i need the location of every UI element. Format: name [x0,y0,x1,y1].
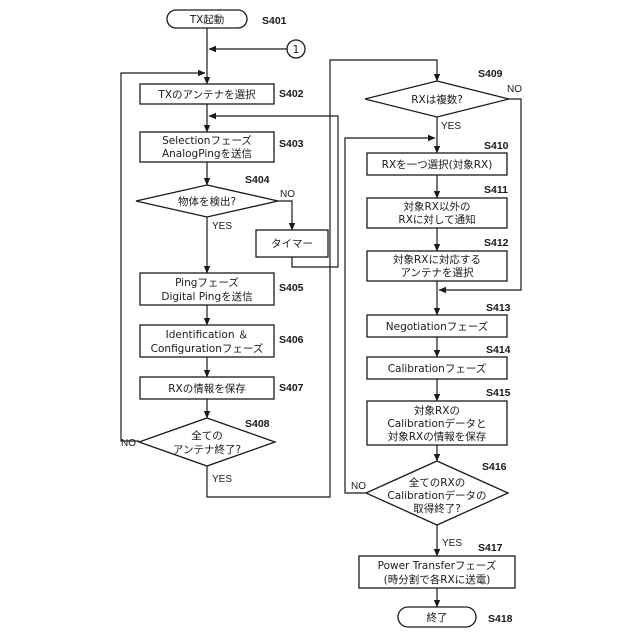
step-text-line1: 対象RX以外の [404,200,471,213]
step-s406: Identification ＆ Configurationフェーズ S406 [140,325,304,357]
connector-text: 1 [293,44,300,56]
step-text-line2: Calibrationデータと [387,417,486,430]
step-label: S418 [488,613,513,625]
step-text: タイマー [271,238,313,250]
step-label: S406 [279,334,304,346]
step-s404: 物体を検出? S404 NO YES [136,174,295,232]
step-text-line2: (時分割で各RXに送電) [384,573,491,586]
step-label: S417 [478,542,503,554]
yes-label: YES [212,474,232,485]
step-text-line2: Calibrationデータの [387,489,486,502]
step-s413: Negotiationフェーズ S413 [367,302,511,337]
step-text-line3: 対象RXの情報を保存 [388,430,487,443]
step-label: S402 [279,88,304,100]
no-label: NO [280,189,295,200]
step-s414: Calibrationフェーズ S414 [367,344,511,379]
step-text-line1: 対象RXの [414,404,460,417]
step-text: 物体を検出? [178,195,236,208]
step-text: RXの情報を保存 [168,382,246,395]
step-label: S404 [245,174,270,186]
step-text-line2: RXに対して通知 [398,213,475,226]
step-s402: TXのアンテナを選択 S402 [140,84,304,104]
step-text-line1: 全ての [191,429,223,442]
step-text-line1: Power Transferフェーズ [378,559,497,572]
step-s410: RXを一つ選択(対象RX) S410 [367,140,509,175]
step-text: TX起動 [189,13,225,26]
step-text-line2: Configurationフェーズ [151,342,264,355]
step-text-line1: Identification ＆ [166,329,249,341]
step-text-line2: AnalogPingを送信 [162,147,252,160]
step-s412: 対象RXに対応する アンテナを選択 S412 [367,237,509,281]
step-text-line1: 全てのRXの [409,476,466,489]
step-text: Calibrationフェーズ [388,362,487,375]
step-label: S413 [486,302,511,314]
step-s403: Selectionフェーズ AnalogPingを送信 S403 [140,132,304,162]
no-label: NO [351,481,366,492]
step-s405: Pingフェーズ Digital Pingを送信 S405 [140,273,304,305]
no-label: NO [507,84,522,95]
step-s415: 対象RXの Calibrationデータと 対象RXの情報を保存 S415 [367,387,511,445]
step-label: S416 [482,461,507,473]
step-label: S414 [486,344,511,356]
no-label: NO [121,438,136,449]
step-text-line2: アンテナ終了? [173,443,241,456]
step-s418: 終了 S418 [398,607,513,627]
step-label: S403 [279,138,304,150]
step-text-line1: 対象RXに対応する [393,253,481,266]
step-label: S407 [279,382,304,394]
step-label: S410 [484,140,509,152]
step-label: S411 [484,184,508,196]
connector-1: 1 [287,40,305,58]
step-label: S405 [279,282,304,294]
step-text-line1: Pingフェーズ [175,276,239,289]
step-label: S408 [245,418,270,430]
step-text-line2: アンテナを選択 [400,266,474,279]
step-s407: RXの情報を保存 S407 [140,377,304,399]
step-text: Negotiationフェーズ [386,320,488,333]
step-s401: TX起動 S401 [167,10,287,28]
yes-label: YES [442,538,462,549]
step-text-line2: Digital Pingを送信 [161,290,252,303]
step-text: TXのアンテナを選択 [157,88,256,101]
step-s408: 全ての アンテナ終了? S408 NO YES [121,418,275,485]
edge-s404-no [278,201,292,230]
step-timer: タイマー [256,230,328,257]
step-text-line1: Selectionフェーズ [162,134,252,147]
step-text: RXを一つ選択(対象RX) [382,158,493,171]
step-s416: 全てのRXの Calibrationデータの 取得終了? S416 NO YES [351,461,508,549]
yes-label: YES [212,221,232,232]
step-text-line3: 取得終了? [413,502,461,515]
step-text: RXは複数? [411,93,463,106]
step-text: 終了 [427,611,448,624]
step-label: S412 [484,237,509,249]
step-label: S415 [486,387,511,399]
step-label: S409 [478,68,503,80]
step-label: S401 [262,15,287,27]
step-s409: RXは複数? S409 NO YES [365,68,522,132]
yes-label: YES [441,121,461,132]
